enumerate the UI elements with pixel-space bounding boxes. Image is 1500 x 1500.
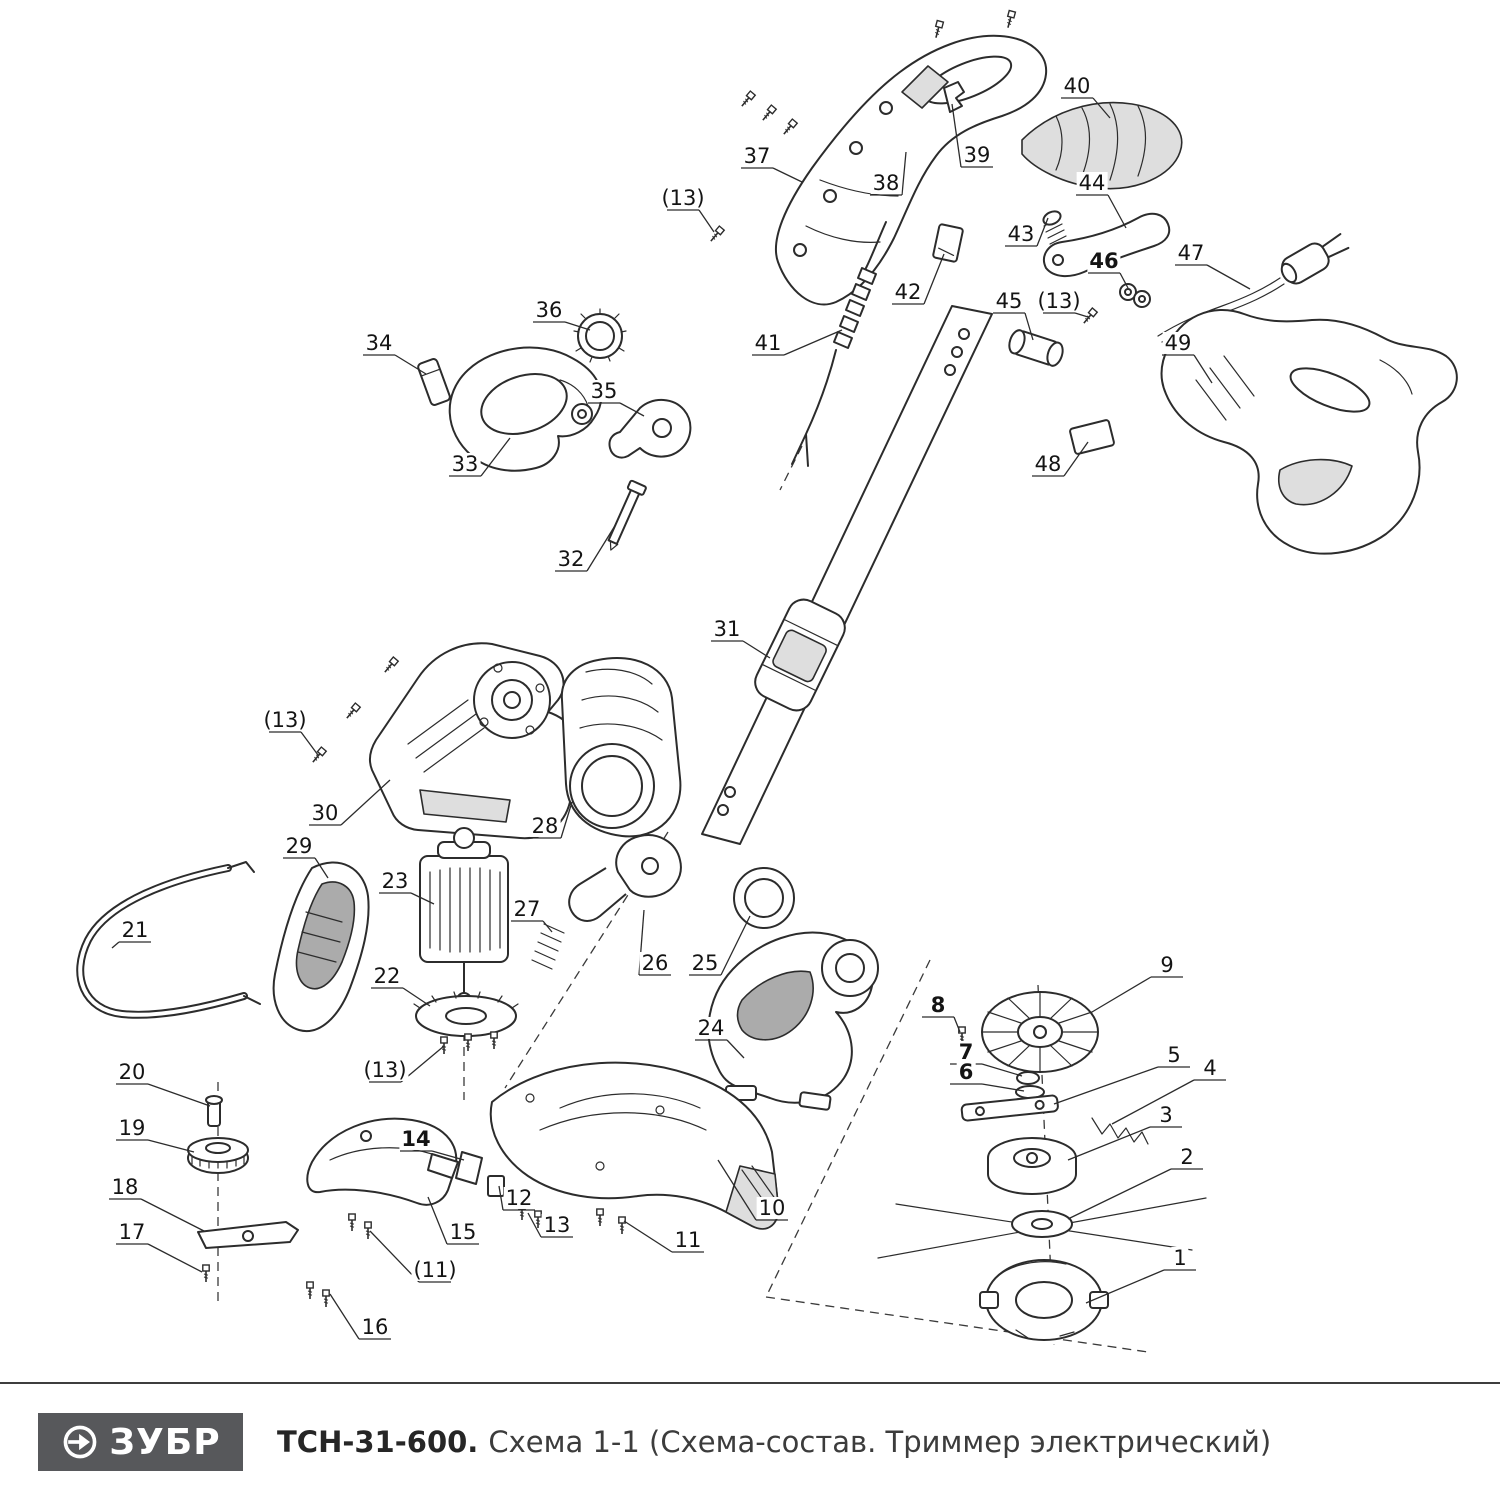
part-34-bolt xyxy=(417,358,451,406)
part-28-cover xyxy=(560,656,682,838)
part-49-rear-housing xyxy=(1160,309,1458,555)
part-45-bushing xyxy=(1008,329,1064,367)
part-9-fan xyxy=(981,991,1099,1073)
part-7-washer xyxy=(1016,1071,1040,1085)
part-3-spool xyxy=(987,1137,1077,1195)
part-31-shaft xyxy=(701,305,993,845)
trimmer-exploded-drawing xyxy=(76,9,1458,1353)
schema-subtitle: Схема 1-1 (Схема-состав. Триммер электри… xyxy=(488,1425,1272,1459)
part-23-motor xyxy=(419,827,509,1008)
part-42-switch xyxy=(932,223,964,263)
part-20-pin xyxy=(205,1095,223,1127)
part-36-knob xyxy=(573,308,627,363)
part-32-screw xyxy=(607,479,647,551)
part-4-spring xyxy=(1091,1117,1149,1145)
part-5-plate xyxy=(960,1094,1059,1122)
part-2-washer-line xyxy=(877,1197,1207,1259)
part-24-head-housing xyxy=(707,931,879,1111)
zubr-logo-text: ЗУБР xyxy=(109,1421,221,1463)
part-33-loop-handle xyxy=(448,346,603,472)
part-26-clamp xyxy=(568,834,682,922)
part-35-clamp xyxy=(608,399,692,459)
part-25-ring xyxy=(733,867,795,929)
part-1-spool-cover xyxy=(979,1259,1109,1341)
part-29-grip xyxy=(272,861,370,1033)
part-46-rings xyxy=(1119,283,1151,308)
part-41-cable xyxy=(791,221,887,467)
zubr-logo-emblem xyxy=(64,1425,97,1459)
part-19-knob xyxy=(187,1137,249,1174)
part-14-bracket xyxy=(455,1151,483,1185)
part-44-lever xyxy=(1043,212,1171,278)
model-number: ТСН-31-600. xyxy=(277,1425,479,1459)
part-21-wire-guard xyxy=(76,861,261,1019)
part-22-disc xyxy=(413,991,519,1037)
part-27-spring xyxy=(531,923,565,970)
part-48-plate xyxy=(1069,419,1115,455)
part-15-cover xyxy=(306,1117,459,1206)
part-43-spring xyxy=(1042,210,1067,245)
part-30-motor-housing xyxy=(368,642,583,840)
part-12-block xyxy=(487,1175,505,1197)
title-block: ЗУБР ТСН-31-600. Схема 1-1 (Схема-состав.… xyxy=(0,1382,1500,1500)
zubr-logo: ЗУБР xyxy=(38,1413,243,1471)
part-37-38-handle-housing xyxy=(774,34,1048,306)
schema-caption: ТСН-31-600. Схема 1-1 (Схема-состав. Трим… xyxy=(277,1425,1271,1459)
part-40-grip xyxy=(1021,101,1183,190)
part-18-blade xyxy=(197,1221,299,1249)
